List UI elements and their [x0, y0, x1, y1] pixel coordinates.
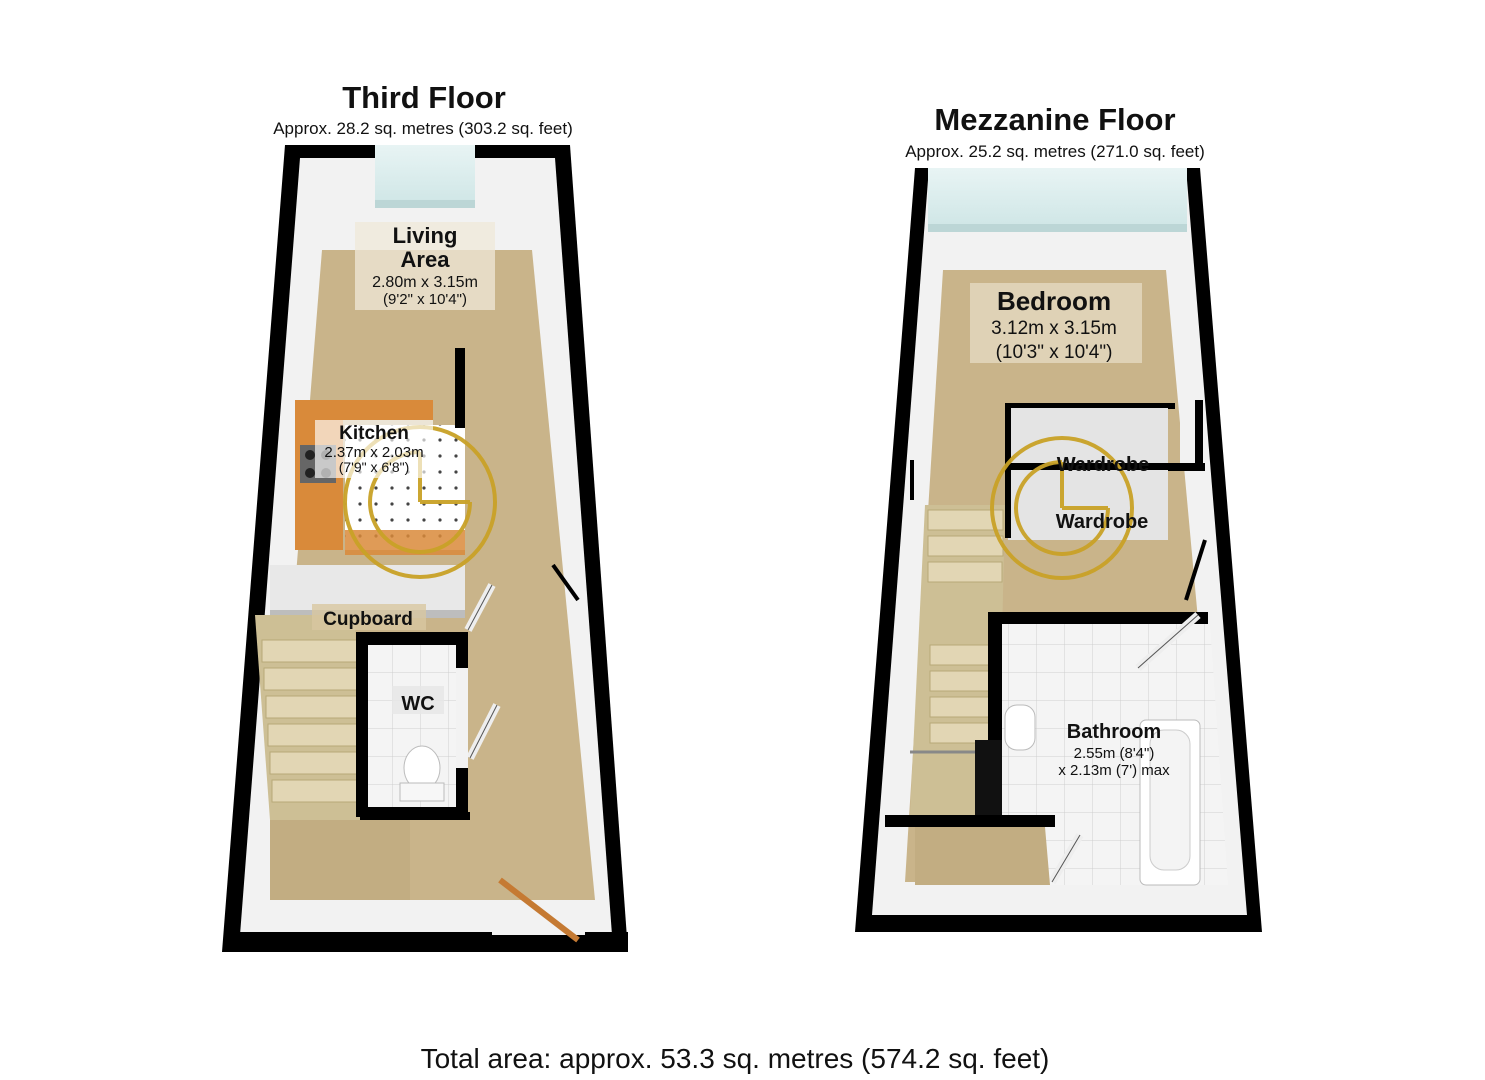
mezzanine-stairs [910, 505, 1005, 815]
wc-label: WC [401, 693, 434, 715]
bathroom-toilet [1004, 704, 1036, 751]
third-floor-stairs [255, 615, 360, 820]
wardrobe-label-2: Wardrobe [1056, 511, 1149, 533]
bathroom-dim-line2: x 2.13m (7') max [1058, 762, 1170, 779]
living-window [375, 145, 475, 205]
bedroom-dim-imperial: (10'3" x 10'4") [996, 342, 1113, 363]
mezzanine-floor-area: Approx. 25.2 sq. metres (271.0 sq. feet) [905, 142, 1205, 161]
bedroom-window [928, 168, 1187, 228]
bedroom-dim-metric: 3.12m x 3.15m [991, 318, 1117, 339]
wardrobes [1005, 400, 1205, 540]
living-area-dim-metric: 2.80m x 3.15m [372, 274, 478, 291]
bathroom-label: Bathroom [1067, 721, 1161, 743]
cupboard-label: Cupboard [323, 609, 413, 630]
mezzanine-floor-plan [855, 168, 1262, 932]
kitchen-dim-imperial: (7'9" x 6'8") [339, 459, 410, 475]
living-area-label-line2: Area [401, 247, 451, 272]
total-area: Total area: approx. 53.3 sq. metres (574… [421, 1043, 1050, 1074]
bathroom-walls [988, 612, 1208, 624]
watermark-logo-2 [990, 436, 1134, 580]
bathroom-dim-line1: 2.55m (8'4") [1074, 745, 1155, 762]
bedroom-label: Bedroom [997, 286, 1111, 316]
third-floor-area: Approx. 28.2 sq. metres (303.2 sq. feet) [273, 119, 573, 138]
kitchen-label: Kitchen [339, 423, 409, 444]
living-area-label-line1: Living [393, 223, 458, 248]
kitchen-dim-metric: 2.37m x 2.03m [324, 444, 423, 461]
third-floor-title: Third Floor [342, 80, 506, 115]
mezzanine-floor-title: Mezzanine Floor [934, 102, 1175, 137]
wardrobe-label-1: Wardrobe [1057, 454, 1150, 476]
living-area-dim-imperial: (9'2" x 10'4") [383, 291, 467, 308]
